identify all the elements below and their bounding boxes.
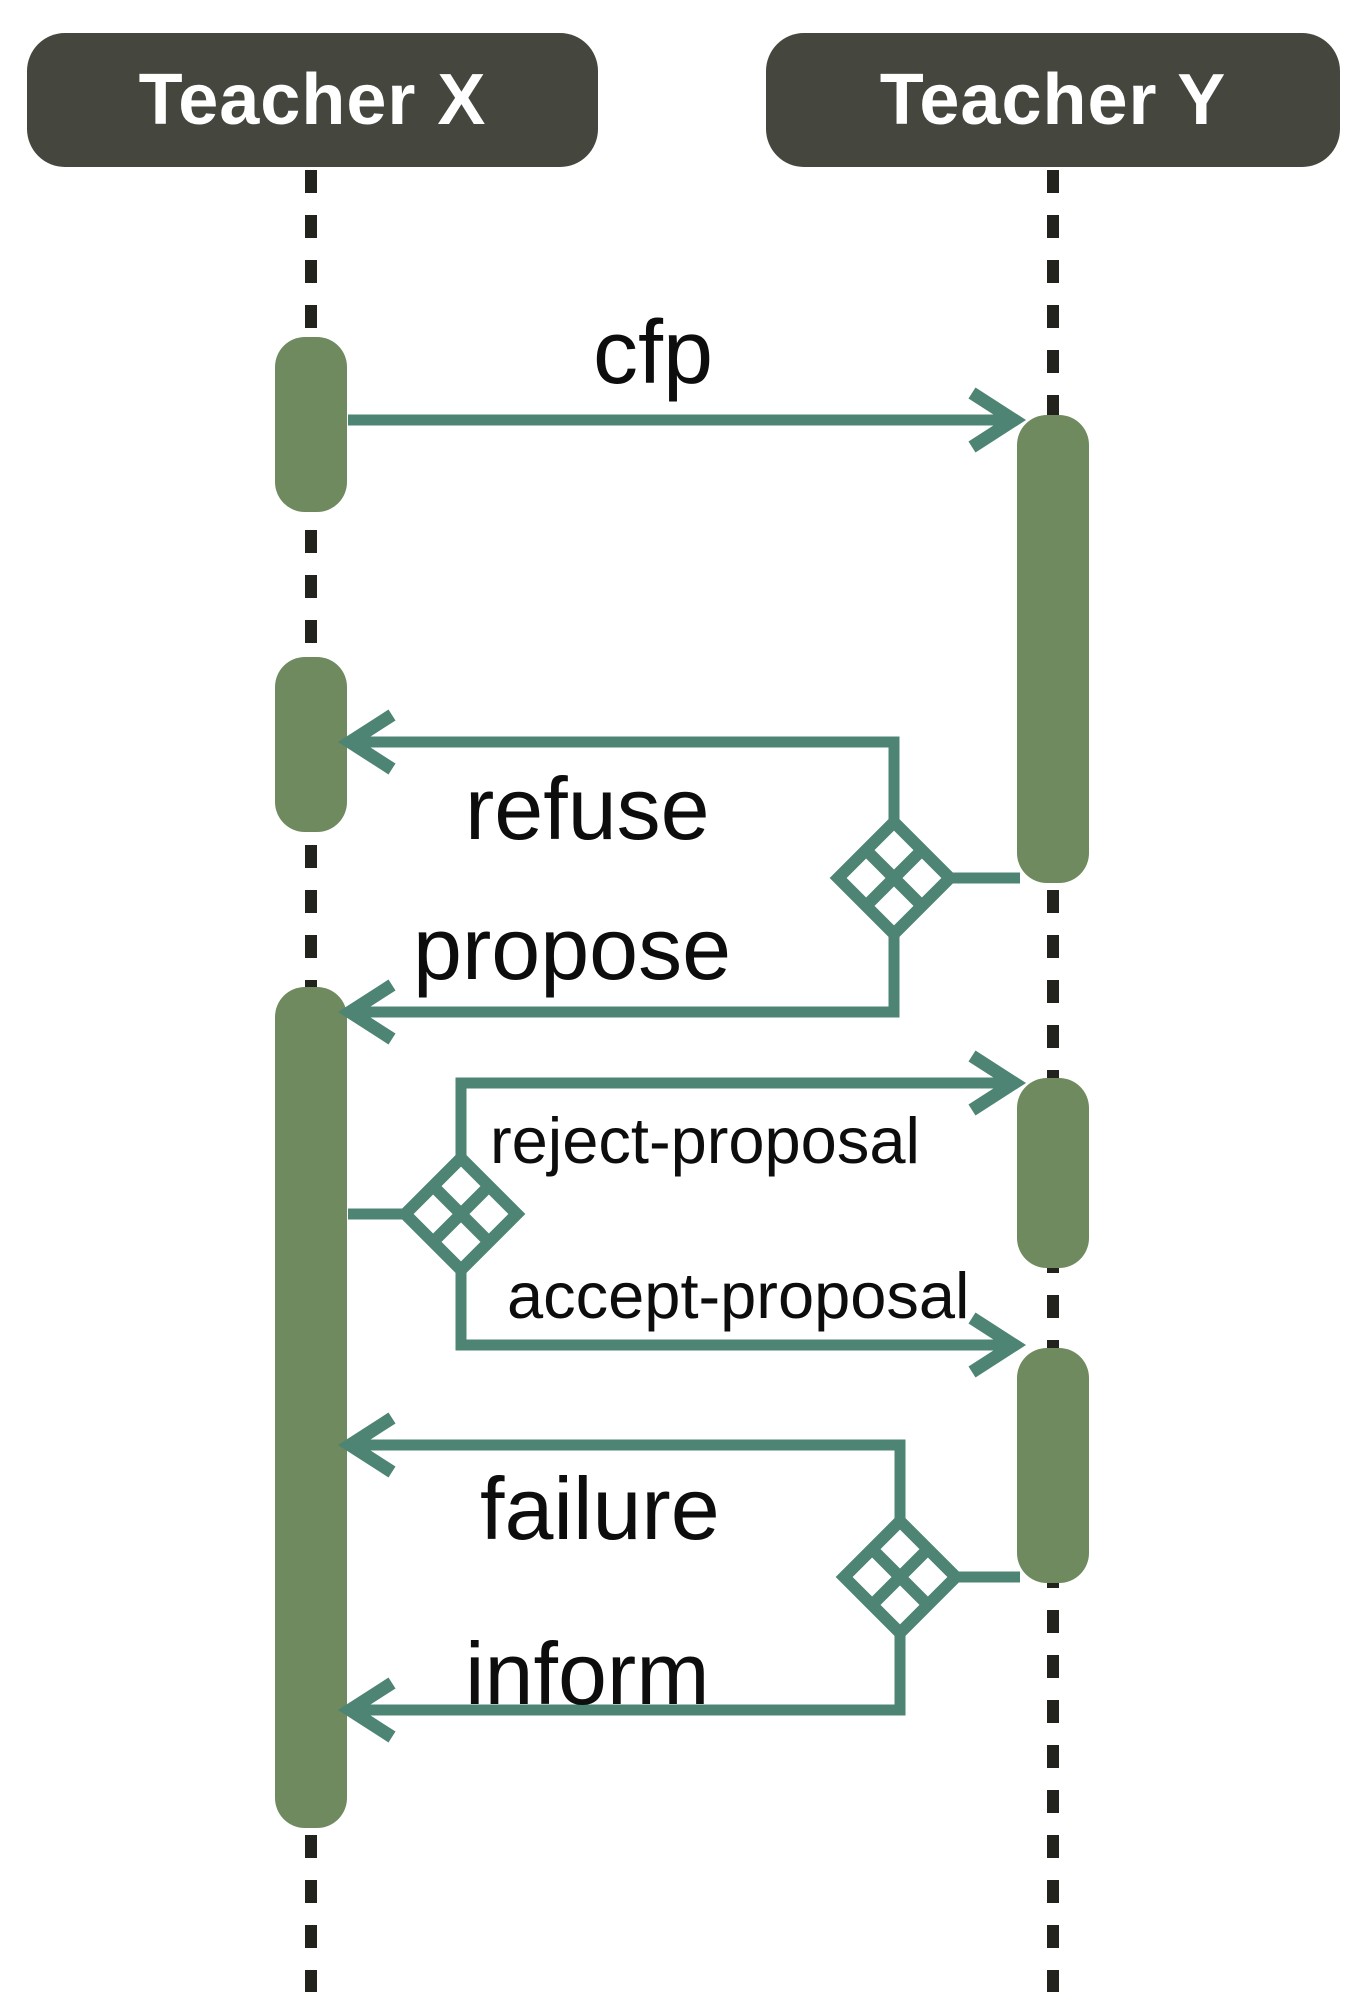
message-label-accept-proposal: accept-proposal [507, 1259, 970, 1332]
arrowhead-inform [337, 1677, 396, 1743]
activation-bar-teacher-y-2 [1017, 1078, 1089, 1268]
activation-bar-teacher-y-1 [1017, 415, 1089, 883]
arrowhead-refuse [337, 709, 396, 775]
arrowhead-reject-proposal [968, 1050, 1027, 1116]
message-line-propose [360, 930, 900, 1018]
arrowhead-accept-proposal [968, 1312, 1027, 1378]
actor-label-teacher-x: Teacher X [138, 60, 487, 140]
decision-diamond-2 [396, 1149, 526, 1279]
arrowhead-cfp [968, 387, 1027, 453]
arrowhead-failure [337, 1412, 396, 1478]
message-label-refuse: refuse [465, 759, 710, 858]
message-line-refuse [360, 736, 900, 826]
message-label-propose: propose [413, 899, 732, 998]
message-line-accept-proposal [455, 1266, 1012, 1351]
decision-diamond-3 [835, 1512, 965, 1642]
message-line-reject-proposal [455, 1077, 1012, 1162]
message-label-cfp: cfp [593, 303, 714, 403]
arrowhead-propose [337, 979, 396, 1045]
message-label-reject-proposal: reject-proposal [490, 1104, 920, 1177]
decision-diamond-1 [829, 813, 959, 943]
activation-bar-teacher-y-3 [1017, 1348, 1089, 1583]
message-label-failure: failure [480, 1459, 720, 1558]
activation-bar-teacher-x-2 [275, 657, 347, 832]
message-line-inform [360, 1629, 906, 1716]
actor-box-teacher-x: Teacher X [27, 33, 598, 167]
message-label-inform: inform [465, 1624, 710, 1723]
activation-bar-teacher-x-1 [275, 337, 347, 512]
message-line-failure [360, 1439, 906, 1525]
activation-bar-teacher-x-3 [275, 987, 347, 1828]
actor-box-teacher-y: Teacher Y [766, 33, 1340, 167]
actor-label-teacher-y: Teacher Y [879, 60, 1227, 140]
